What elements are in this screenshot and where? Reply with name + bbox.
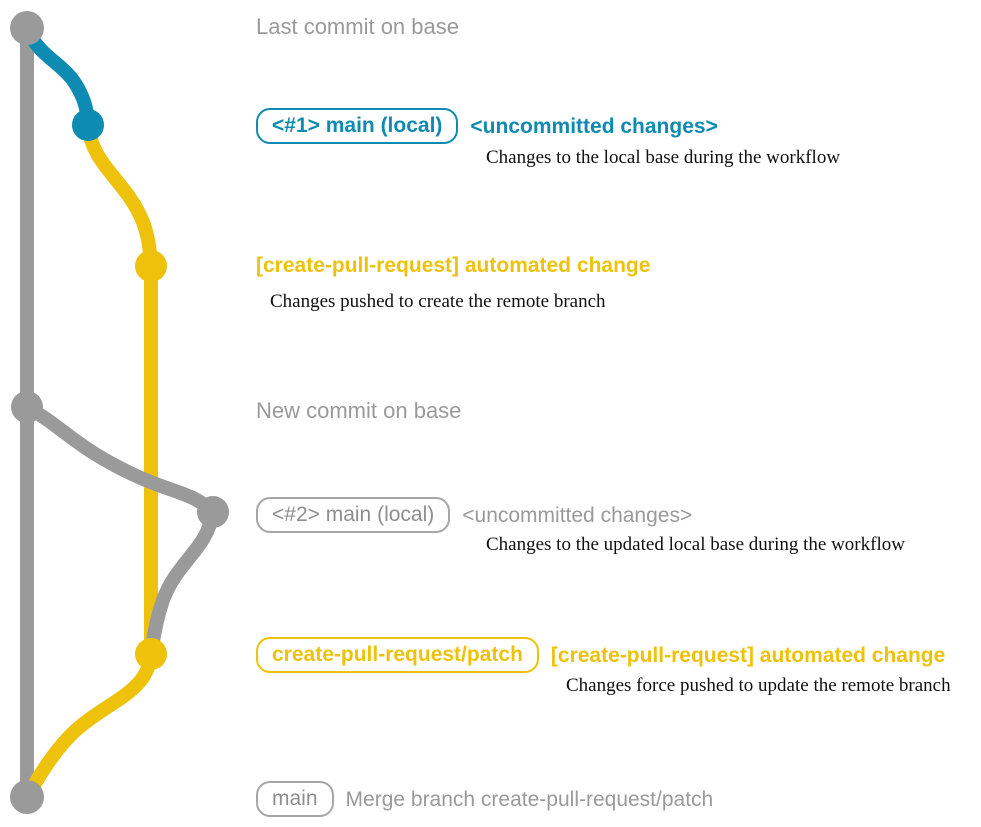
- commit-node-local-1[interactable]: [72, 109, 104, 141]
- commit-node-merge-commit[interactable]: [10, 780, 44, 814]
- note-local-2: Changes to the updated local base during…: [486, 534, 905, 555]
- commit-subject-merge-commit: Merge branch create-pull-request/patch: [345, 787, 714, 811]
- row-automated-change-2: create-pull-request/patch [create-pull-r…: [256, 637, 945, 673]
- commit-node-last-commit-on-base[interactable]: [10, 11, 44, 45]
- ref-tag-local-2[interactable]: <#2> main (local): [256, 497, 451, 533]
- base-branch-line-2: [20, 400, 220, 519]
- ref-tag-main[interactable]: main: [256, 781, 334, 817]
- local-branch-line-1: [20, 21, 95, 132]
- note-automated-change-2: Changes force pushed to update the remot…: [566, 675, 951, 696]
- label-new-commit-on-base: New commit on base: [256, 398, 462, 423]
- remote-branch-line-1: [81, 118, 158, 273]
- remote-merge-line: [20, 647, 158, 804]
- ref-tag-local-1[interactable]: <#1> main (local): [256, 108, 459, 144]
- note-local-1: Changes to the local base during the wor…: [486, 147, 841, 168]
- commit-node-new-commit-on-base[interactable]: [11, 391, 43, 423]
- commit-subject-automated-change-2: [create-pull-request] automated change: [550, 643, 946, 667]
- commit-subject-automated-change-1: [create-pull-request] automated change: [256, 254, 651, 277]
- row-merge-commit: main Merge branch create-pull-request/pa…: [256, 781, 713, 817]
- row-local-2: <#2> main (local) <uncommitted changes>: [256, 497, 692, 533]
- ref-tag-create-pull-request-patch[interactable]: create-pull-request/patch: [256, 637, 539, 673]
- label-last-commit-on-base: Last commit on base: [256, 14, 459, 39]
- commit-subject-local-1: <uncommitted changes>: [470, 114, 718, 138]
- base-merge-line: [144, 505, 220, 661]
- commit-node-automated-change-1[interactable]: [135, 250, 167, 282]
- commit-subject-local-2: <uncommitted changes>: [462, 503, 693, 527]
- commit-node-automated-change-2[interactable]: [135, 638, 167, 670]
- row-local-1: <#1> main (local) <uncommitted changes>: [256, 108, 718, 144]
- note-automated-change-1: Changes pushed to create the remote bran…: [270, 291, 606, 312]
- row-automated-change-1: [create-pull-request] automated change: [256, 255, 650, 276]
- commit-node-local-2[interactable]: [197, 496, 229, 528]
